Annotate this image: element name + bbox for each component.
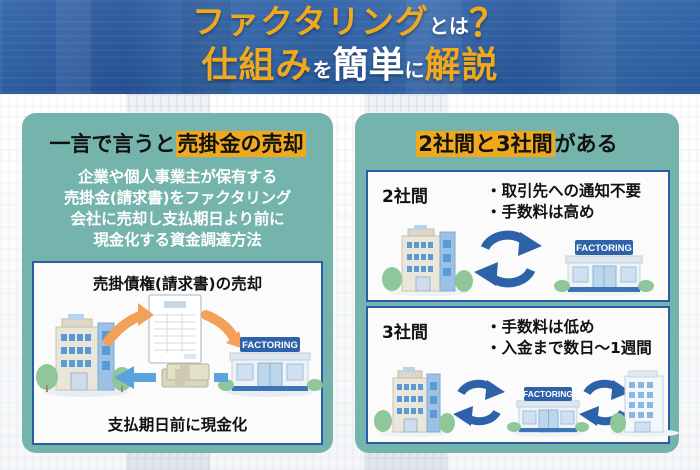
factoring-sign-text-2party: FACTORING [576,243,632,254]
right-panel: 2社間と3社間がある 2社間 ・取引先への通知不要 ・手数料は高め [355,113,679,453]
three-party-diagram: FACTORING [373,362,679,438]
three-party-label: 3社間 [382,323,428,343]
right-title-plain: がある [554,132,618,156]
two-party-card: 2社間 ・取引先への通知不要 ・手数料は高め [366,170,670,302]
left-lead-line-4: 現金化する資金調達方法 [93,231,262,249]
cash-bundle-illustration [161,363,210,388]
left-diagram-card: 売掛債権(請求書)の売却 [32,261,323,445]
invoice-document-illustration [148,294,202,364]
left-lead-line-2: 売掛金(請求書)をファクタリング [63,189,292,207]
exchange-arrow-heads-right-pair [579,380,631,426]
title-line-1: ファクタリングとは？ [0,4,700,42]
three-party-card: 3社間 ・手数料は低め ・入金まで数日〜1週間 [366,306,679,444]
company-building-illustration-2party [382,225,473,296]
page-title: ファクタリングとは？ 仕組みを簡単に解説 [0,4,700,84]
three-party-bullet-1: ・手数料は低め [486,318,595,336]
title-main-term: ファクタリング [192,2,429,41]
client-building-illustration [610,370,679,437]
blue-cash-arrow-icon [114,366,228,389]
title-part-kantan: 簡単 [332,45,405,86]
two-party-diagram: FACTORING [376,222,660,296]
sale-of-receivable-diagram: FACTORING [34,293,323,401]
skyline-background-image [0,0,700,94]
title-particle-toha: とは [428,14,469,38]
title-particle-ni: に [404,58,425,82]
factoring-sign-text-3party: FACTORING [523,389,573,399]
right-title-highlight: 2社間と3社間 [416,131,555,157]
question-mark-icon: ？ [468,1,508,45]
left-lead-line-3: 会社に売却し支払期日より前に [70,210,285,228]
left-title-highlight: 売掛金の売却 [175,131,306,157]
orange-arrow-to-invoice-icon [103,303,154,346]
factoring-sign-text-left: FACTORING [242,340,298,351]
title-particle-wo: を [312,58,333,82]
factoring-company-building-illustration-3party: FACTORING [507,387,589,437]
tree-icon [610,413,626,433]
diagram-caption-bottom: 支払期日前に現金化 [107,416,248,434]
tree-icon [374,410,455,433]
right-panel-title: 2社間と3社間がある [355,128,679,158]
diagram-caption-top: 売掛債権(請求書)の売却 [92,275,263,293]
two-party-bullet-2: ・手数料は高め [486,203,595,221]
header-banner: ファクタリングとは？ 仕組みを簡単に解説 [0,0,700,94]
left-title-plain: 一言で言うと [49,132,176,156]
exchange-arrow-heads-left-pair [453,380,505,426]
title-part-kaisetsu: 解説 [424,45,499,86]
orange-arrow-to-factoring-icon [201,310,244,349]
left-panel: 一言で言うと売掛金の売却 企業や個人事業主が保有する 売掛金(請求書)をファクタ… [22,113,333,453]
factoring-company-building-illustration: FACTORING [218,337,323,397]
title-line-2: 仕組みを簡単に解説 [0,48,700,84]
left-panel-title: 一言で言うと売掛金の売却 [22,128,333,158]
two-party-label: 2社間 [382,187,428,207]
factoring-company-building-illustration-2party: FACTORING [554,240,654,296]
tree-icon [382,267,473,292]
two-party-bullet-1: ・取引先への通知不要 [486,182,642,200]
left-lead-line-1: 企業や個人事業主が保有する [78,168,277,186]
company-building-illustration-3party [374,367,455,437]
exchange-arrow-heads-2party [474,232,542,286]
title-part-shikumi: 仕組み [201,45,313,86]
three-party-bullet-2: ・入金まで数日〜1週間 [486,339,652,357]
